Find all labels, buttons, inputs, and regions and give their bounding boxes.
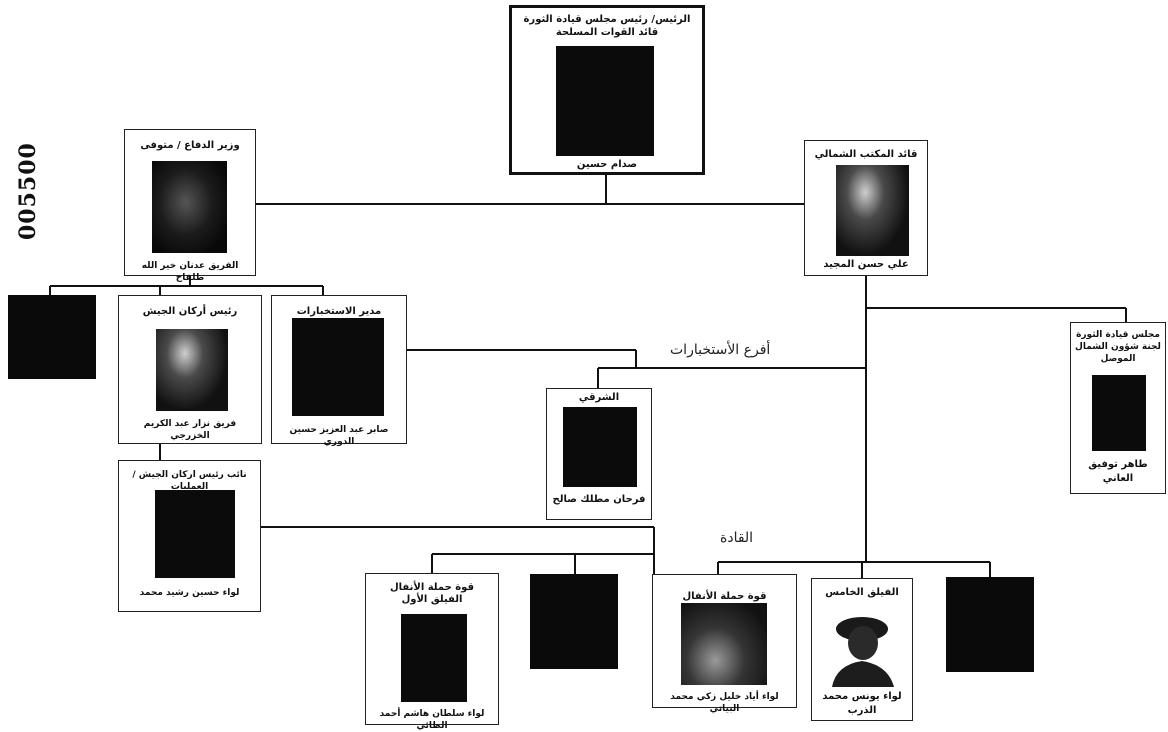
- northern-committee-title-1: مجلس قيادة الثورة: [1076, 330, 1160, 340]
- silhouette-shoulders: [832, 661, 894, 687]
- intelligence-director-title: مدير الاستخبارات: [296, 306, 382, 317]
- eastern-branch-title: الشرقي: [578, 392, 620, 403]
- deputy-chief-title: نائب رئيس اركان الجيش / العمليات: [132, 470, 247, 492]
- document-stamp-number: 005500: [15, 142, 41, 240]
- defense-minister-name: الفريق عدنان خير الله طلفاح: [141, 261, 239, 283]
- eastern-branch-box: الشرقي فرحان مطلك صالح: [546, 388, 652, 520]
- fifth-corps-name-1: لواء يونس محمد: [822, 691, 902, 702]
- first-corps-photo: [401, 614, 467, 702]
- fifth-corps-name-2: الذرب: [847, 705, 877, 716]
- northern-bureau-box: قائد المكتب الشمالي علي حسن المجيد: [804, 140, 928, 276]
- president-name: صدام حسين: [576, 159, 638, 170]
- northern-committee-name-1: طاهر توفيق: [1088, 459, 1148, 470]
- anfal-force-photo: [681, 603, 767, 685]
- anfal-force-name: لواء أياد خليل زكي محمد البياتي: [670, 692, 779, 714]
- president-box: الرئيس/ رئيس مجلس قيادة الثورة قائد القو…: [509, 5, 705, 175]
- eastern-branch-photo: [563, 407, 637, 487]
- intelligence-director-box: مدير الاستخبارات صابر عبد العزيز حسين ال…: [271, 295, 407, 447]
- redacted-photo-right: [946, 577, 1034, 672]
- defense-minister-title: وزير الدفاع / متوفى: [140, 140, 240, 151]
- president-title-2: قائد القوات المسلحة: [555, 27, 659, 38]
- anfal-force-title: قوة حملة الأنفال: [682, 591, 767, 602]
- president-photo: [556, 46, 654, 156]
- northern-committee-box: مجلس قيادة الثورة لجنة شؤون الشمال الموص…: [1070, 322, 1166, 494]
- commanders-label: القادة: [718, 530, 756, 546]
- eastern-branch-name: فرحان مطلك صالح: [552, 494, 646, 505]
- first-corps-box: قوة حملة الأنفال الفيلق الأول لواء سلطان…: [365, 573, 499, 731]
- deputy-chief-box: نائب رئيس اركان الجيش / العمليات لواء حس…: [118, 460, 261, 612]
- first-corps-title-1: قوة حملة الأنفال: [390, 582, 474, 593]
- fifth-corps-photo: [826, 611, 898, 687]
- president-title-1: الرئيس/ رئيس مجلس قيادة الثورة: [523, 14, 691, 25]
- redacted-photo-left: [8, 295, 96, 379]
- defense-minister-box: وزير الدفاع / متوفى الفريق عدنان خير الل…: [124, 129, 256, 283]
- redacted-photo-middle: [530, 574, 618, 669]
- chief-of-staff-box: رئيس أركان الجيش فريق نزار عبد الكريم ال…: [118, 295, 262, 444]
- northern-committee-photo: [1092, 375, 1146, 451]
- chief-of-staff-title: رئيس أركان الجيش: [142, 306, 238, 317]
- intelligence-director-photo: [292, 318, 384, 416]
- anfal-force-box: قوة حملة الأنفال لواء أياد خليل زكي محمد…: [652, 574, 797, 714]
- chief-of-staff-photo: [156, 329, 228, 411]
- fifth-corps-title: الفيلق الخامس: [825, 587, 899, 598]
- deputy-chief-photo: [155, 490, 235, 578]
- northern-committee-title-2: لجنة شؤون الشمال: [1075, 342, 1161, 352]
- northern-committee-name-2: العاني: [1102, 473, 1134, 484]
- chief-of-staff-name: فريق نزار عبد الكريم الخزرجي: [143, 419, 237, 441]
- defense-minister-photo: [152, 161, 227, 253]
- first-corps-name: لواء سلطان هاشم أحمد الطائي: [379, 709, 485, 731]
- intelligence-branches-label: أفرع الأستخبارات: [668, 342, 773, 358]
- fifth-corps-box: الفيلق الخامس لواء يونس محمد الذرب: [811, 578, 913, 721]
- northern-bureau-photo: [836, 165, 909, 256]
- silhouette-face: [848, 626, 878, 660]
- first-corps-title-2: الفيلق الأول: [401, 594, 463, 605]
- northern-bureau-title: قائد المكتب الشمالي: [814, 149, 918, 160]
- northern-bureau-name: علي حسن المجيد: [823, 259, 909, 270]
- intelligence-director-name: صابر عبد العزيز حسين الدوري: [289, 425, 389, 447]
- deputy-chief-name: لواء حسين رشيد محمد: [139, 588, 240, 598]
- northern-committee-title-3: الموصل: [1100, 354, 1136, 364]
